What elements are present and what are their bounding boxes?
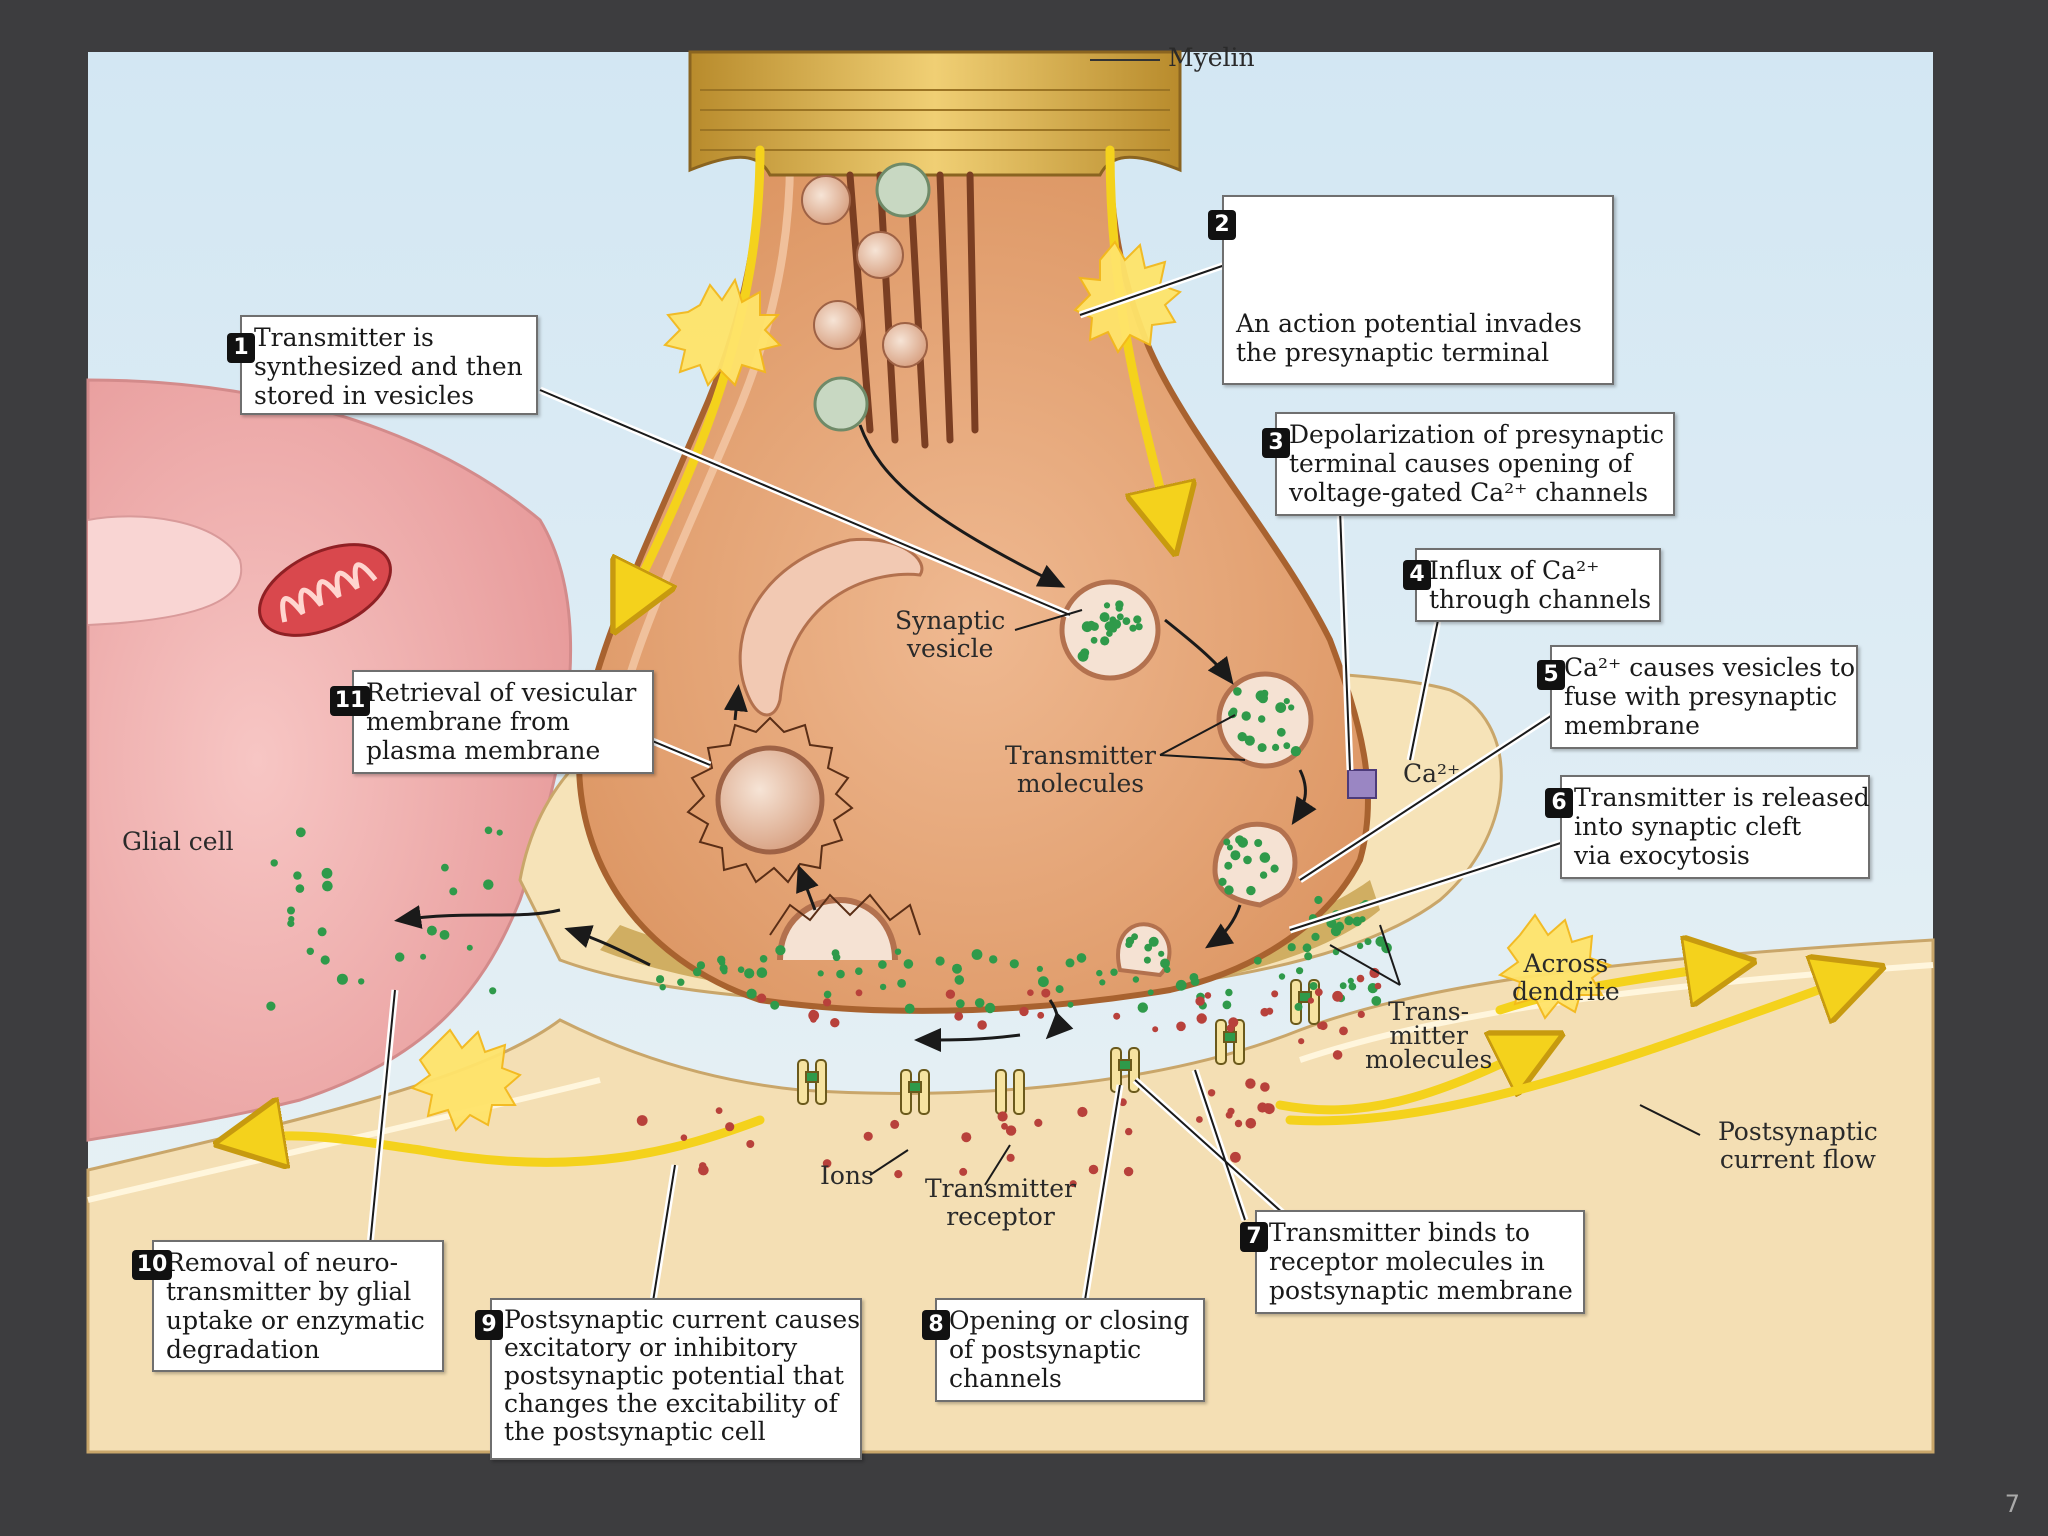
burst-bottom-right xyxy=(1497,913,1613,1020)
step-10-badge: 10 xyxy=(132,1250,172,1280)
page-number: 7 xyxy=(2004,1490,2020,1518)
myelin-label: Myelin xyxy=(1168,43,1255,72)
step-6-badge: 6 xyxy=(1545,788,1573,818)
step-3-badge: 3 xyxy=(1262,428,1290,458)
calcium-channel xyxy=(1347,769,1377,799)
calcium-ion-label: Ca²⁺ xyxy=(1403,759,1461,788)
step-8-badge: 8 xyxy=(922,1310,950,1340)
step-4-callout: Influx of Ca²⁺through channels xyxy=(1415,548,1661,622)
mitochondrion xyxy=(258,543,392,637)
myelin-sheath xyxy=(688,50,1182,177)
ions-label: Ions xyxy=(820,1161,874,1190)
receptors xyxy=(797,979,1320,1115)
step-5-badge: 5 xyxy=(1537,660,1565,690)
step-11-badge: 11 xyxy=(330,686,370,716)
step-1-badge: 1 xyxy=(227,333,255,363)
endosome xyxy=(738,537,924,717)
burst-bottom-left xyxy=(409,1028,522,1132)
step-9-badge: 9 xyxy=(475,1310,503,1340)
glial-cell-label: Glial cell xyxy=(122,827,234,856)
step-4-badge: 4 xyxy=(1403,560,1431,590)
step-7-badge: 7 xyxy=(1240,1222,1268,1252)
step-2-badge: 2 xyxy=(1208,210,1236,240)
axon-vesicles xyxy=(801,162,931,432)
ion-dots xyxy=(636,967,1382,1188)
burst-left xyxy=(663,277,782,387)
coated-vesicle xyxy=(686,716,854,884)
